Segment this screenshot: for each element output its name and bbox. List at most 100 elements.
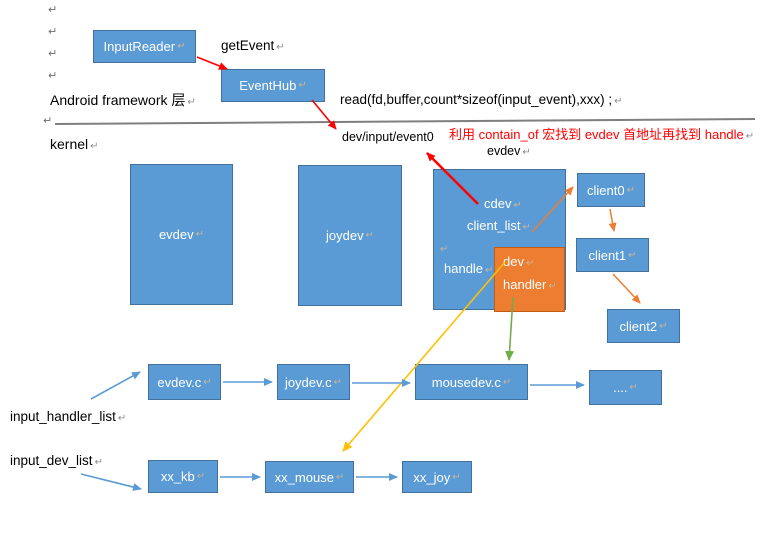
linebreak-mark: ↵ [522, 222, 531, 233]
node-label: .... [613, 380, 628, 395]
node-label: evdev.c [157, 374, 202, 390]
linebreak-mark: ↵ [203, 376, 212, 388]
linebreak-mark: ↵ [440, 244, 449, 255]
label-client-list: client_list↵ [467, 218, 531, 233]
linebreak-mark: ↵ [333, 376, 343, 388]
node-xx-kb[interactable]: xx_kb↵ [148, 460, 218, 493]
arrow-handler-to-mousedevc[interactable] [505, 296, 515, 361]
linebreak-mark: ↵ [522, 147, 531, 158]
linebreak-mark: ↵ [438, 240, 448, 255]
linebreak-mark: ↵ [276, 42, 285, 53]
arrow-inputhandlerlist-to-evdevc[interactable] [90, 371, 141, 400]
label-text: dev/input/event0 [342, 130, 434, 144]
label-input-handler-list: input_handler_list↵ [10, 409, 126, 425]
node-xx-mouse[interactable]: xx_mouse↵ [265, 461, 354, 493]
label-input-dev-list: input_dev_list↵ [10, 453, 103, 469]
linebreak-mark: ↵ [513, 200, 522, 211]
node-label: cdev [484, 196, 512, 211]
linebreak-mark: ↵ [94, 457, 103, 468]
linebreak-mark: ↵ [187, 97, 196, 108]
node-evdev-c[interactable]: evdev.c↵ [148, 364, 221, 400]
label-text: input_dev_list [10, 453, 93, 468]
label-text: 利用 contain_of 宏找到 evdev 首地址再找到 handle [449, 127, 744, 142]
linebreak-mark: ↵ [548, 281, 557, 292]
arrow-clientlist-to-client0[interactable] [531, 186, 574, 233]
label-text: Android framework 层 [50, 92, 186, 108]
arrow-eventhub-to-devnode[interactable] [311, 99, 337, 130]
arrow-client0-to-client1[interactable] [608, 208, 617, 232]
linebreak-mark: ↵ [629, 382, 638, 393]
node-joydev[interactable]: joydev↵ [298, 165, 402, 306]
node-joydev-c[interactable]: joydev.c↵ [277, 364, 350, 400]
linebreak-mark: ↵ [626, 184, 635, 196]
node-label: client0 [587, 182, 625, 198]
node-label: evdev [158, 227, 194, 242]
node-client2[interactable]: client2↵ [607, 309, 680, 343]
linebreak-mark: ↵ [628, 249, 637, 261]
label-getevent: getEvent↵ [221, 38, 285, 54]
label-text: evdev [487, 144, 521, 158]
linebreak-mark: ↵ [502, 376, 512, 388]
node-label: client1 [588, 247, 627, 263]
linebreak-mark: ↵ [659, 320, 668, 332]
node-label: handler [503, 277, 547, 292]
node-client0[interactable]: client0↵ [577, 173, 645, 207]
label-text: kernel [50, 136, 89, 152]
arrow-inputreader-to-eventhub[interactable] [196, 56, 228, 70]
linebreak-mark: ↵ [43, 115, 53, 127]
label-evdev-caption: evdev↵ [487, 144, 531, 159]
label-kernel-layer: kernel↵ [50, 136, 99, 153]
node-label: mousedev.c [431, 374, 501, 390]
node-label: handle [444, 261, 484, 276]
arrow-dev-to-xxmouse[interactable] [342, 261, 506, 452]
label-dev: dev↵ [503, 254, 534, 269]
label-cdev: cdev↵ [484, 196, 522, 211]
node-label: client_list [467, 218, 521, 233]
arrow-cdev-to-devnode[interactable] [426, 152, 479, 205]
label-text: getEvent [221, 38, 275, 53]
node-label: xx_kb [160, 469, 195, 484]
arrow-inputdevlist-to-xxkb[interactable] [80, 473, 142, 491]
linebreak-mark: ↵ [745, 131, 755, 142]
linebreak-mark: ↵ [195, 229, 205, 240]
node-eventhub[interactable]: EventHub↵ [221, 69, 325, 102]
node-client1[interactable]: client1↵ [576, 238, 649, 272]
node-inputreader[interactable]: InputReader↵ [93, 30, 196, 63]
node-evdev[interactable]: evdev↵ [130, 164, 233, 305]
linebreak-mark: ↵ [90, 141, 99, 152]
linebreak-mark: ↵ [48, 48, 58, 60]
label-handler: handler↵ [503, 277, 557, 292]
linebreak-mark: ↵ [48, 70, 58, 82]
node-label: client2 [619, 318, 658, 334]
arrow-client1-to-client2[interactable] [612, 273, 641, 304]
label-handle: handle↵ [444, 261, 493, 276]
linebreak-mark: ↵ [177, 41, 186, 52]
node-dev-handler[interactable] [494, 247, 565, 312]
label-text: input_handler_list [10, 409, 116, 424]
node-ellipsis[interactable]: ....↵ [589, 370, 662, 405]
linebreak-mark: ↵ [525, 258, 535, 269]
node-label: xx_mouse [274, 469, 334, 485]
linebreak-mark: ↵ [335, 471, 345, 483]
label-dev-input-event0: dev/input/event0 [342, 130, 434, 144]
label-read-call: read(fd,buffer,count*sizeof(input_event)… [340, 92, 623, 108]
label-android-framework-layer: Android framework 层↵ [50, 92, 196, 109]
node-label: InputReader [103, 39, 176, 54]
linebreak-mark: ↵ [614, 96, 623, 107]
linebreak-mark: ↵ [485, 265, 494, 276]
layer-divider-line [54, 118, 756, 125]
node-xx-joy[interactable]: xx_joy↵ [402, 461, 472, 493]
label-contain-of-note: 利用 contain_of 宏找到 evdev 首地址再找到 handle↵ [449, 127, 755, 143]
linebreak-mark: ↵ [365, 230, 374, 241]
linebreak-mark: ↵ [48, 4, 58, 16]
node-label: joydev.c [284, 374, 332, 390]
linebreak-mark: ↵ [196, 471, 206, 482]
linebreak-mark: ↵ [298, 80, 307, 91]
linebreak-mark: ↵ [117, 413, 127, 424]
linebreak-mark: ↵ [48, 26, 58, 38]
node-label: EventHub [239, 78, 297, 93]
node-mousedev-c[interactable]: mousedev.c↵ [415, 364, 528, 400]
node-label: joydev [326, 228, 364, 243]
